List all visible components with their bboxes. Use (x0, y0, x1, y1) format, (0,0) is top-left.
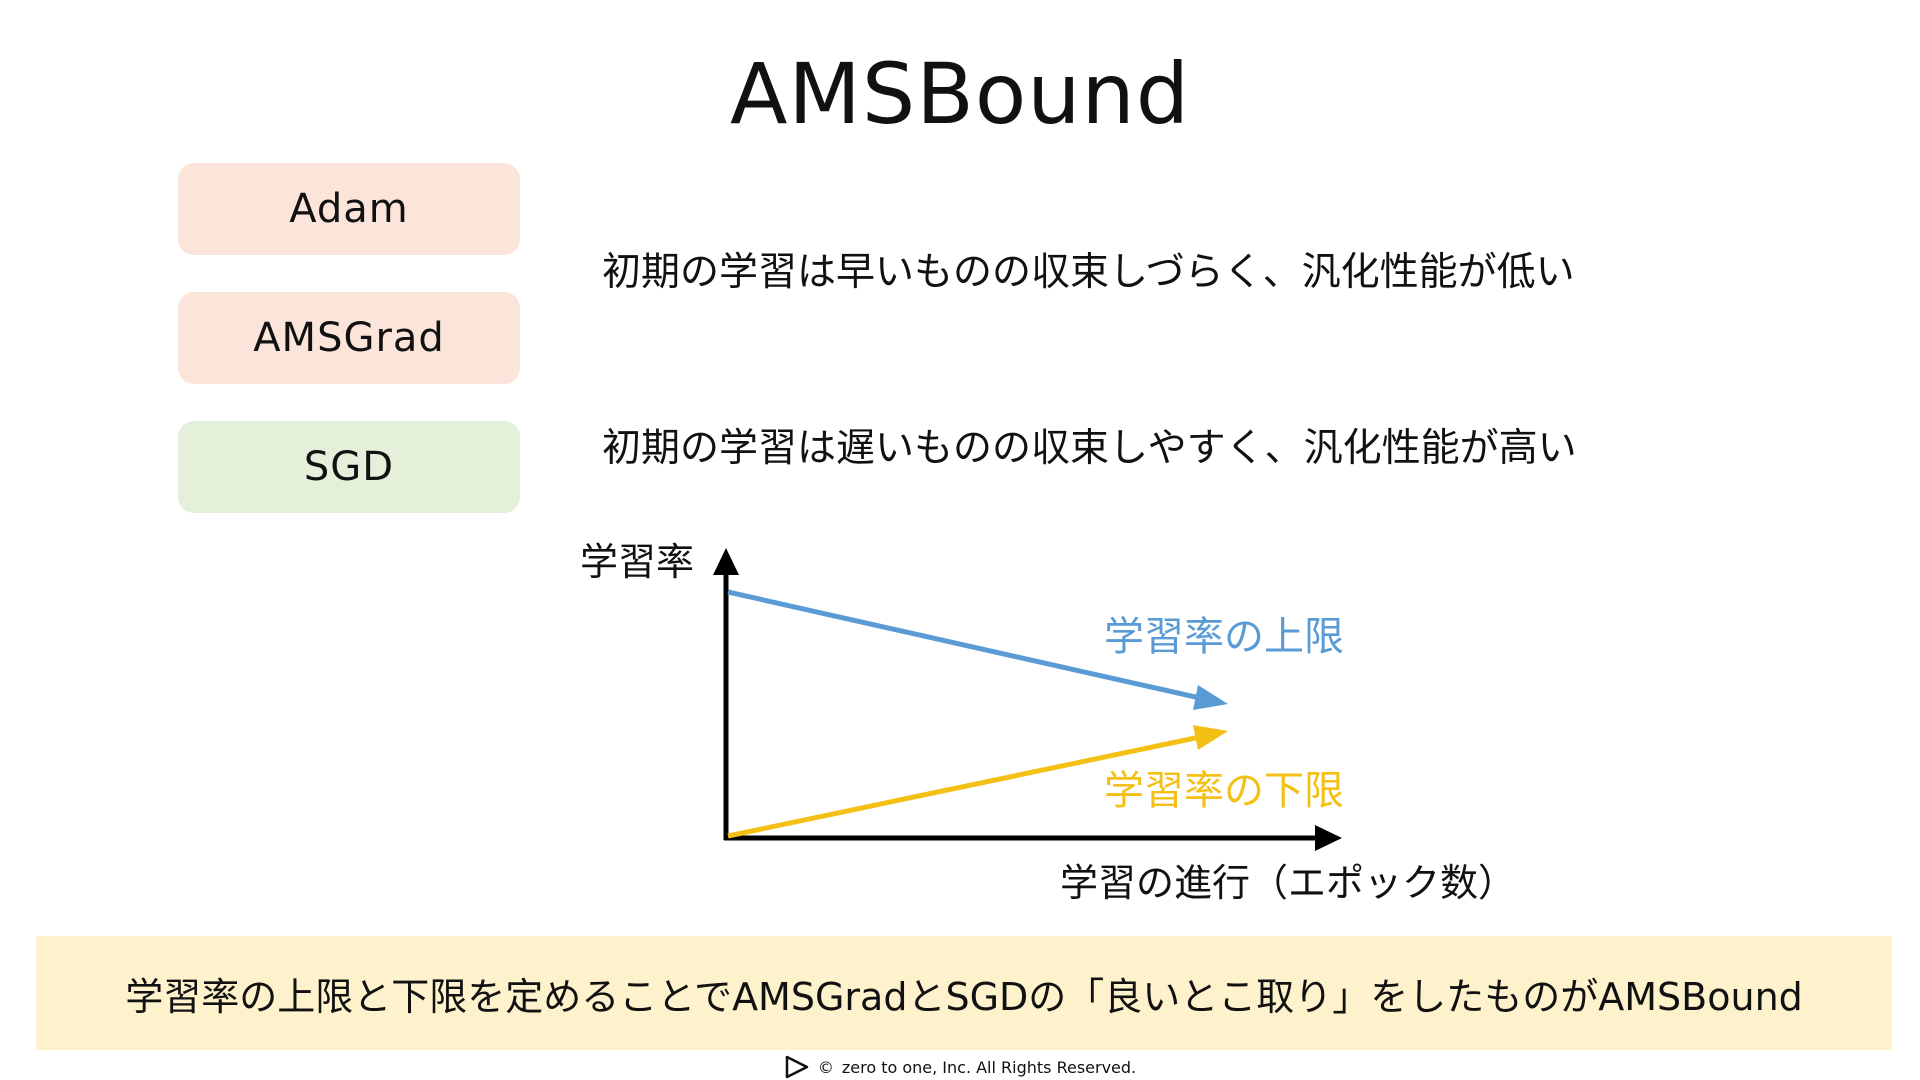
summary-text: 学習率の上限と下限を定めることでAMSGradとSGDの「良いとこ取り」をしたも… (125, 974, 1803, 1019)
y-axis-arrowhead (713, 548, 739, 575)
optimizer-tag-amsgrad: AMSGrad (178, 292, 520, 384)
lower-bound-line (727, 734, 1201, 839)
page-title: AMSBound (729, 45, 1191, 143)
summary-banner: 学習率の上限と下限を定めることでAMSGradとSGDの「良いとこ取り」をしたも… (36, 936, 1892, 1050)
play-logo-icon (785, 1055, 809, 1079)
x-axis-label: 学習の進行（エポック数） (1060, 861, 1517, 905)
lower-bound-label: 学習率の下限 (1104, 768, 1344, 814)
y-axis-label: 学習率 (580, 540, 695, 584)
lower-bound-arrowhead (1193, 725, 1228, 750)
upper-bound-label: 学習率の上限 (1104, 614, 1344, 660)
sgd-description: 初期の学習は遅いものの収束しやすく、汎化性能が高い (602, 426, 1577, 471)
copyright-symbol: © (817, 1057, 834, 1077)
upper-bound-line (727, 589, 1201, 701)
adaptive-description: 初期の学習は早いものの収束しづらく、汎化性能が低い (602, 250, 1575, 295)
optimizer-tag-adam: Adam (178, 163, 520, 255)
copyright-text: zero to one, Inc. All Rights Reserved. (841, 1057, 1137, 1077)
optimizer-tag-sgd: SGD (178, 421, 520, 513)
footer: © zero to one, Inc. All Rights Reserved. (0, 1055, 1920, 1079)
x-axis-arrowhead (1315, 825, 1342, 851)
upper-bound-arrowhead (1193, 685, 1228, 710)
